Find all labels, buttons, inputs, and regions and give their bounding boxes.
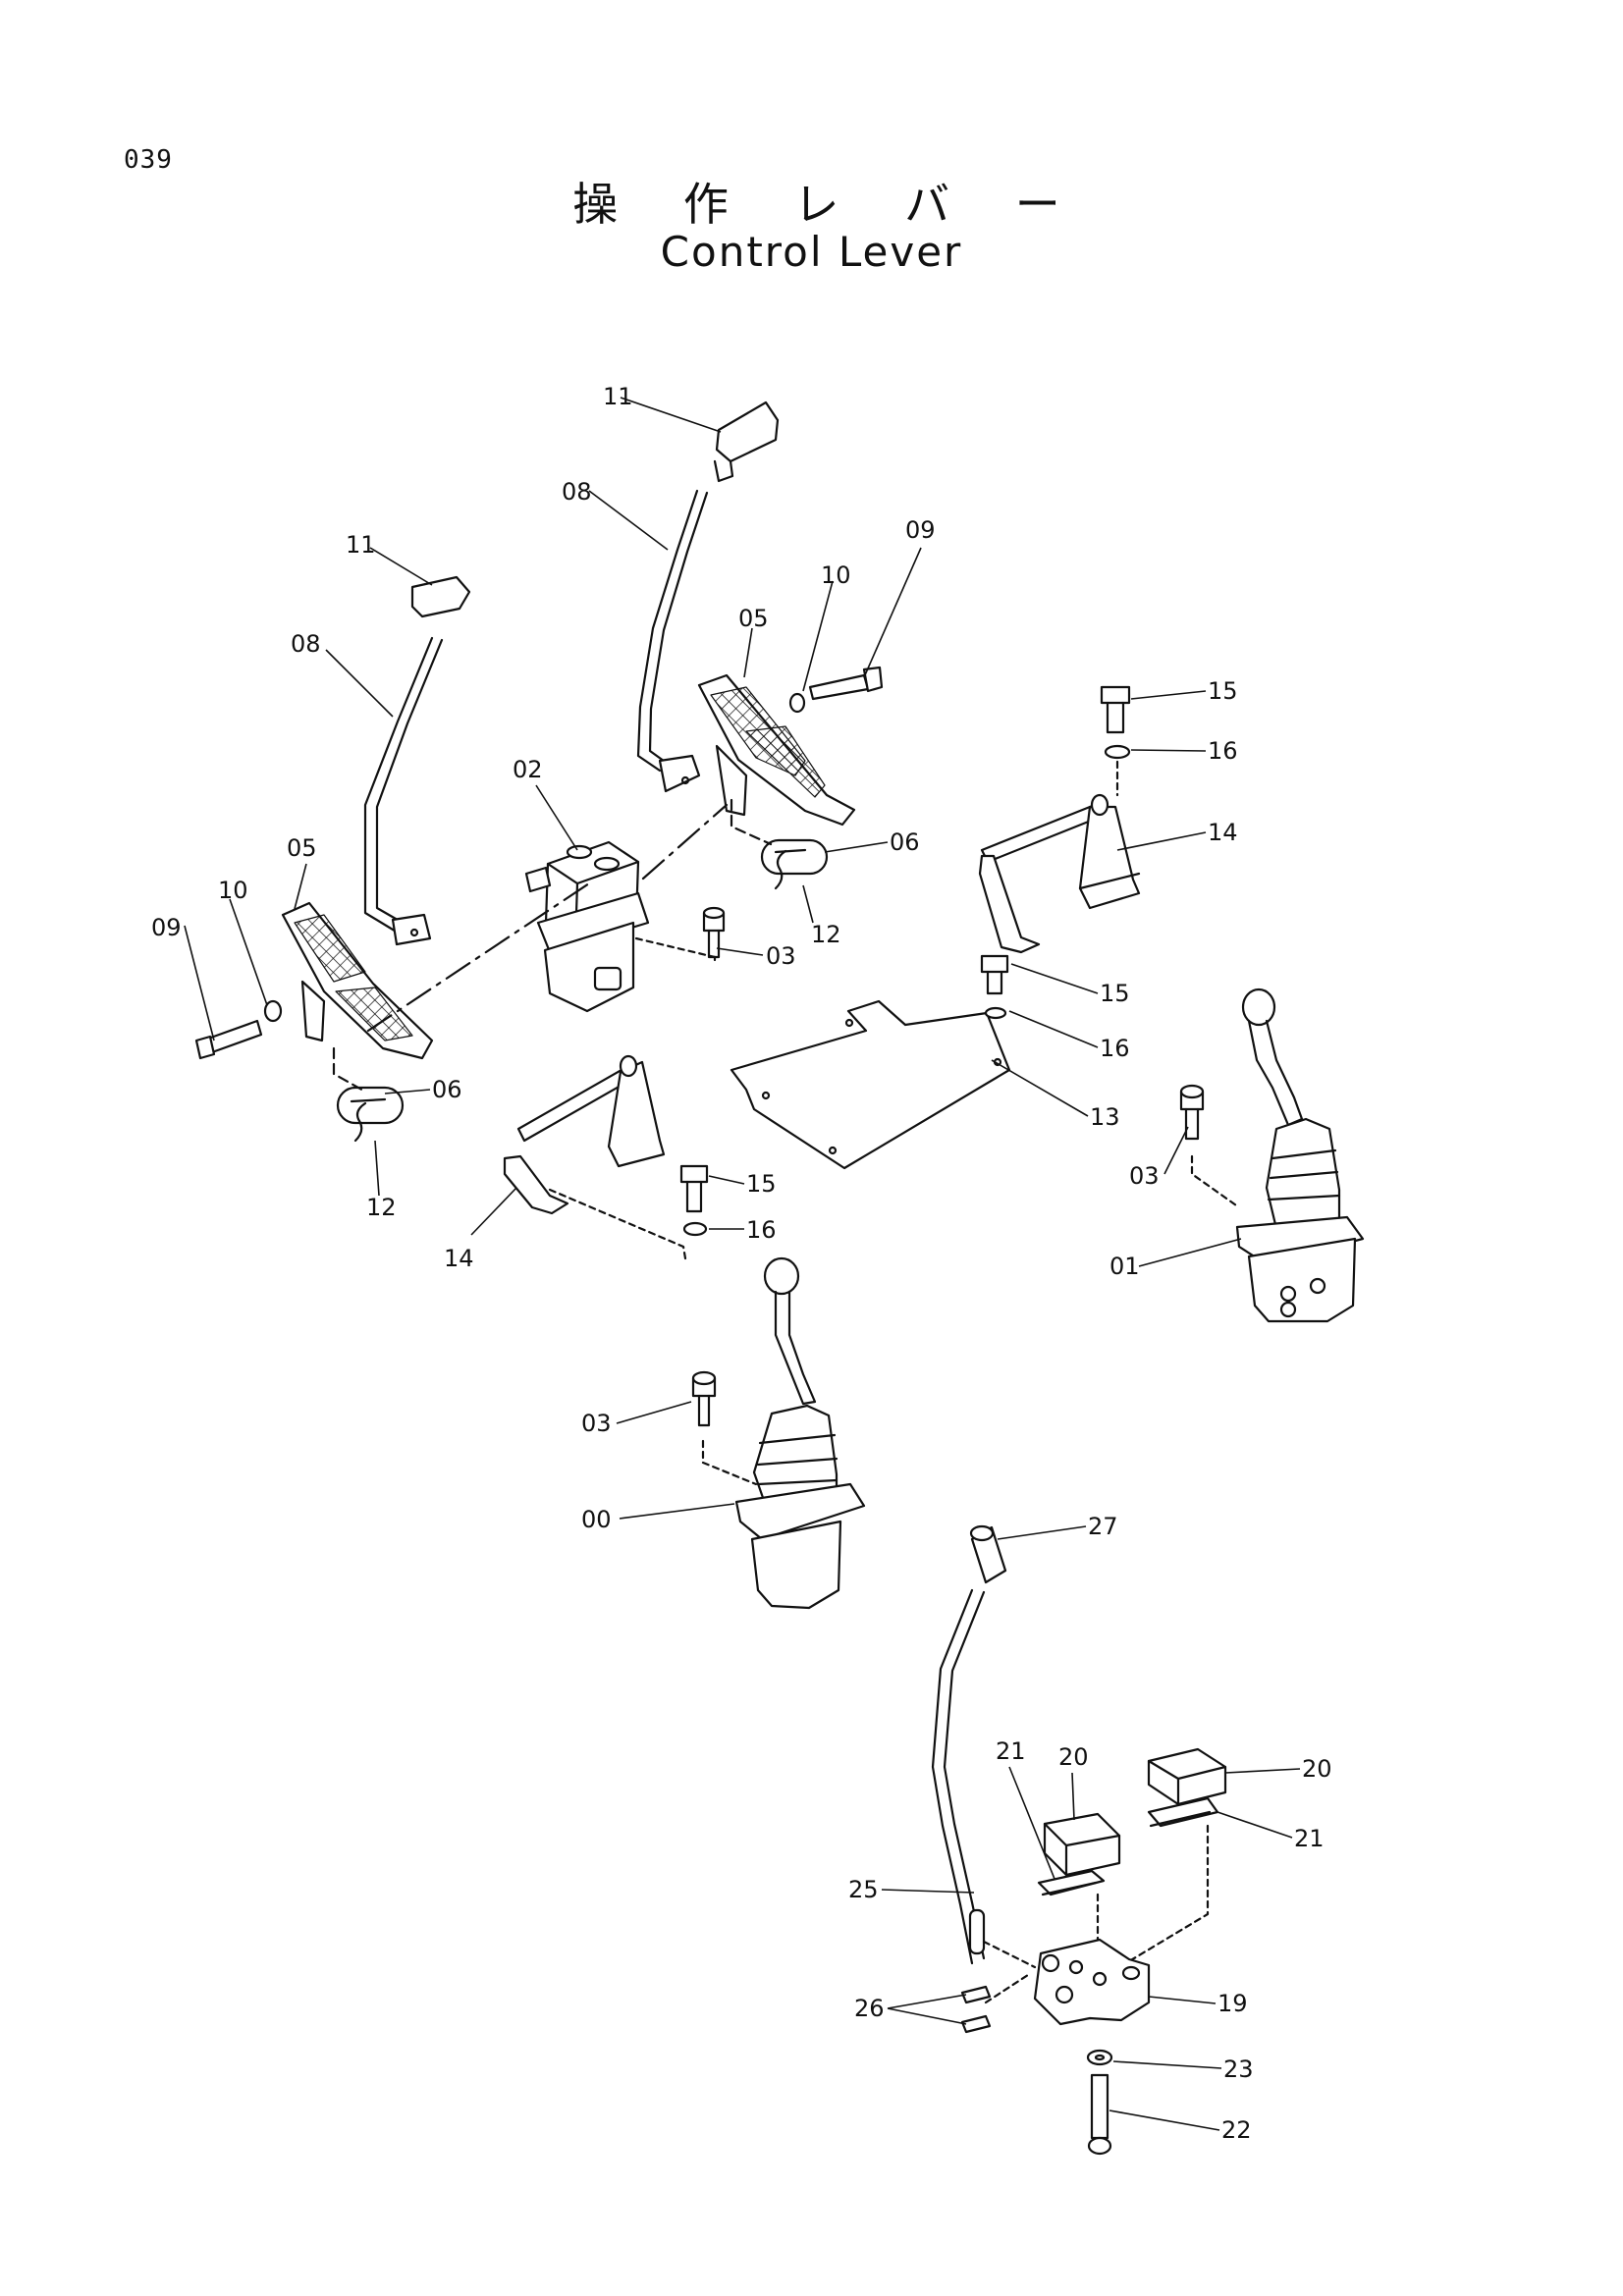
pedal-plate-left [281,901,434,1060]
callout-25: 25 [848,1876,879,1903]
bolt-15-left [679,1164,709,1237]
callout-22: 22 [1221,2116,1252,2144]
bracket-14-left [503,1054,687,1260]
callout-20: 20 [1058,1743,1089,1771]
callout-12: 12 [811,921,841,948]
callout-10: 10 [821,561,851,589]
callout-12: 12 [366,1194,397,1221]
callout-09: 09 [905,516,936,544]
washer-23 [1086,2049,1113,2066]
callout-06: 06 [432,1076,462,1103]
bolt-22 [1087,2073,1112,2156]
lever-rod-upper [636,489,709,773]
callout-11: 11 [603,383,633,410]
callout-00: 00 [581,1506,612,1533]
callout-01: 01 [1109,1253,1140,1280]
callout-27: 27 [1088,1513,1118,1540]
callout-03: 03 [1129,1162,1160,1190]
bolt-15-plate [980,954,1009,1020]
pedal-valve-body [524,840,650,1013]
callout-15: 15 [1100,980,1130,1007]
pedal-plate-upper [697,673,856,827]
callout-03: 03 [581,1410,612,1437]
page-title-japanese: 操 作 レ バ ー [572,178,1086,231]
dash-axis-pedals [366,803,729,1033]
bolt-09-left [194,999,283,1060]
callout-15: 15 [746,1170,777,1198]
callout-05: 05 [738,605,769,632]
callout-14: 14 [444,1245,474,1272]
knob-cap-left [410,575,471,618]
callout-16: 16 [1208,737,1238,765]
bolt-03-valve [634,906,726,962]
bolt-09-upper [788,666,884,714]
valve-body-19 [1033,1938,1151,2026]
callout-06: 06 [890,828,920,856]
dash-links-pins [982,1940,1037,2004]
callout-08: 08 [562,478,592,506]
lever-rod-left [363,636,444,934]
callout-16: 16 [1100,1035,1130,1062]
callout-15: 15 [1208,677,1238,705]
plate-21-left [1037,1869,1106,1896]
page-number: 039 [124,145,173,175]
callout-09: 09 [151,914,182,941]
callout-21: 21 [1294,1825,1325,1852]
callout-11: 11 [346,531,376,559]
floor-plate-13 [730,999,1011,1170]
lever-block-upper [658,754,701,793]
block-20-left [1043,1812,1121,1877]
dash-link-pedal-left [332,1046,367,1094]
grip-27 [969,1524,1007,1584]
callout-13: 13 [1090,1103,1120,1131]
callout-21: 21 [996,1737,1026,1765]
callout-03: 03 [766,942,796,970]
callout-16: 16 [746,1216,777,1244]
callout-10: 10 [218,877,248,904]
joystick-01 [1235,988,1365,1323]
callout-14: 14 [1208,819,1238,846]
lever-rod-25 [931,1588,986,1965]
bracket-14-right [978,793,1141,954]
callout-26: 26 [854,1995,885,2022]
spring-pin-06-left [336,1086,405,1143]
joystick-00 [734,1256,866,1610]
bolt-03-joystick-01 [1179,1084,1241,1209]
lever-block-left [391,913,432,946]
callout-02: 02 [513,756,543,783]
spring-pin-06-upper [760,838,829,890]
knob-cap-upper [713,400,780,483]
callout-05: 05 [287,834,317,862]
callout-23: 23 [1223,2056,1254,2083]
bolt-15-right-top [1100,685,1131,797]
bolt-03-joystick-00 [691,1370,758,1486]
callout-19: 19 [1217,1990,1248,2017]
pins-26 [960,1985,992,2034]
dash-link-pedal-upper [730,798,773,846]
block-20-right [1147,1747,1227,1806]
page-title-english: Control Lever [660,228,963,276]
callout-08: 08 [291,630,321,658]
callout-20: 20 [1302,1755,1332,1783]
